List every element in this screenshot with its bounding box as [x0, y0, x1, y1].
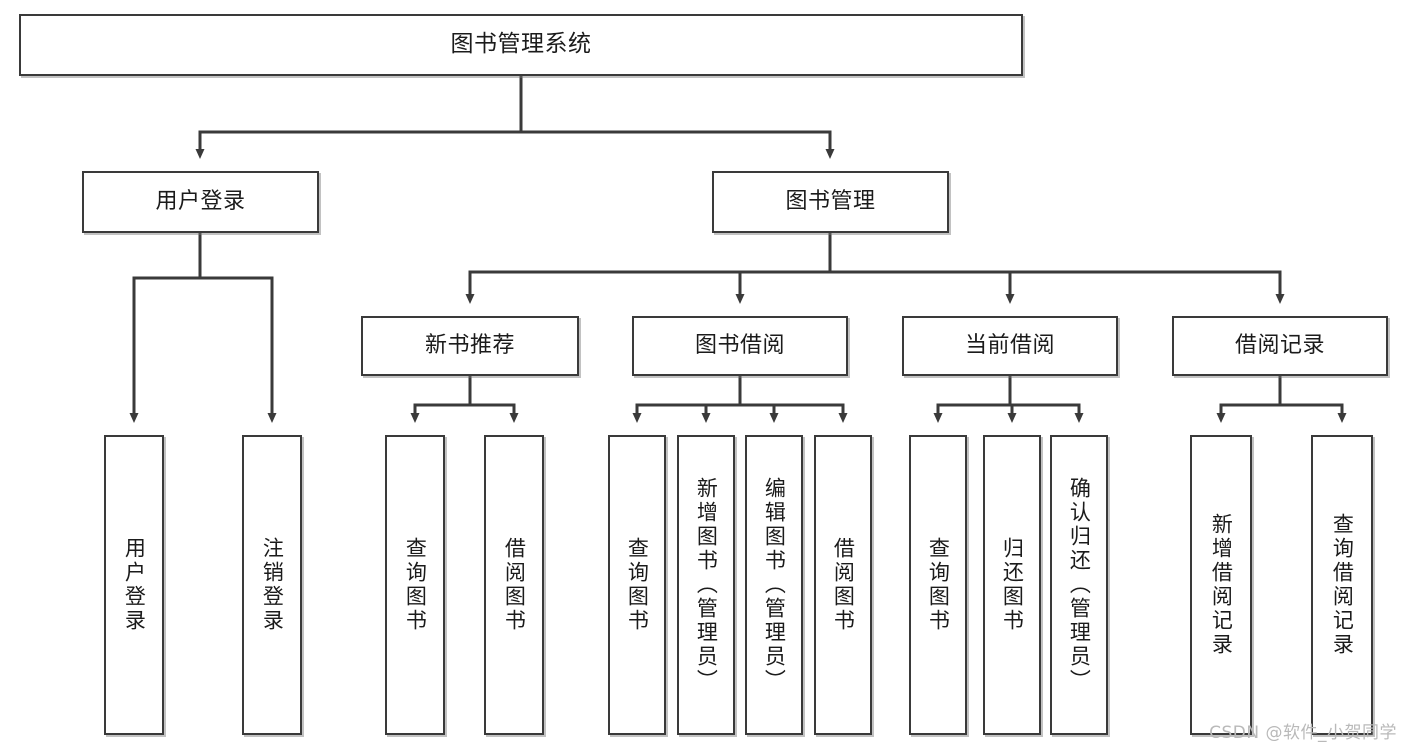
leaf-node-label: 借阅图书	[502, 537, 527, 633]
csdn-watermark: CSDN @软件_小贺同学	[1209, 723, 1397, 743]
node-book-management-label: 图书管理	[785, 189, 876, 215]
node-new-book-recommend-label: 新书推荐	[424, 333, 515, 359]
leaf-node-label: 查询借阅记录	[1330, 513, 1355, 657]
node-new-book-recommend[interactable]: 新书推荐	[361, 316, 579, 376]
node-borrow-record[interactable]: 借阅记录	[1172, 316, 1388, 376]
node-book-borrow-label: 图书借阅	[694, 333, 785, 359]
node-book-management[interactable]: 图书管理	[712, 171, 949, 233]
leaf-node[interactable]: 用户登录	[104, 435, 164, 735]
leaf-node[interactable]: 查询借阅记录	[1311, 435, 1373, 735]
leaf-node[interactable]: 借阅图书	[814, 435, 872, 735]
leaf-node[interactable]: 新增图书（管理员）	[677, 435, 735, 735]
leaf-node[interactable]: 查询图书	[608, 435, 666, 735]
node-root-label: 图书管理系统	[450, 31, 592, 58]
node-current-borrow[interactable]: 当前借阅	[902, 316, 1118, 376]
leaf-node[interactable]: 编辑图书（管理员）	[745, 435, 803, 735]
leaf-node-label: 借阅图书	[831, 537, 856, 633]
node-root[interactable]: 图书管理系统	[19, 14, 1023, 76]
leaf-node-label: 查询图书	[926, 537, 951, 633]
leaf-node-label: 查询图书	[625, 537, 650, 633]
leaf-node[interactable]: 查询图书	[909, 435, 967, 735]
node-book-borrow[interactable]: 图书借阅	[632, 316, 848, 376]
leaf-node-label: 查询图书	[403, 537, 428, 633]
leaf-node-label: 注销登录	[260, 537, 285, 633]
node-borrow-record-label: 借阅记录	[1234, 333, 1325, 359]
leaf-node[interactable]: 注销登录	[242, 435, 302, 735]
leaf-node[interactable]: 确认归还（管理员）	[1050, 435, 1108, 735]
leaf-node[interactable]: 归还图书	[983, 435, 1041, 735]
leaf-node-label: 用户登录	[122, 537, 147, 633]
leaf-node-label: 归还图书	[1000, 537, 1025, 633]
leaf-node-label: 编辑图书（管理员）	[762, 477, 787, 693]
leaf-node-label: 新增借阅记录	[1209, 513, 1234, 657]
node-user-login[interactable]: 用户登录	[82, 171, 319, 233]
node-user-login-label: 用户登录	[155, 189, 246, 215]
leaf-node[interactable]: 借阅图书	[484, 435, 544, 735]
node-current-borrow-label: 当前借阅	[964, 333, 1055, 359]
leaf-node-label: 确认归还（管理员）	[1067, 477, 1092, 693]
leaf-node[interactable]: 新增借阅记录	[1190, 435, 1252, 735]
leaf-node[interactable]: 查询图书	[385, 435, 445, 735]
leaf-node-label: 新增图书（管理员）	[694, 477, 719, 693]
